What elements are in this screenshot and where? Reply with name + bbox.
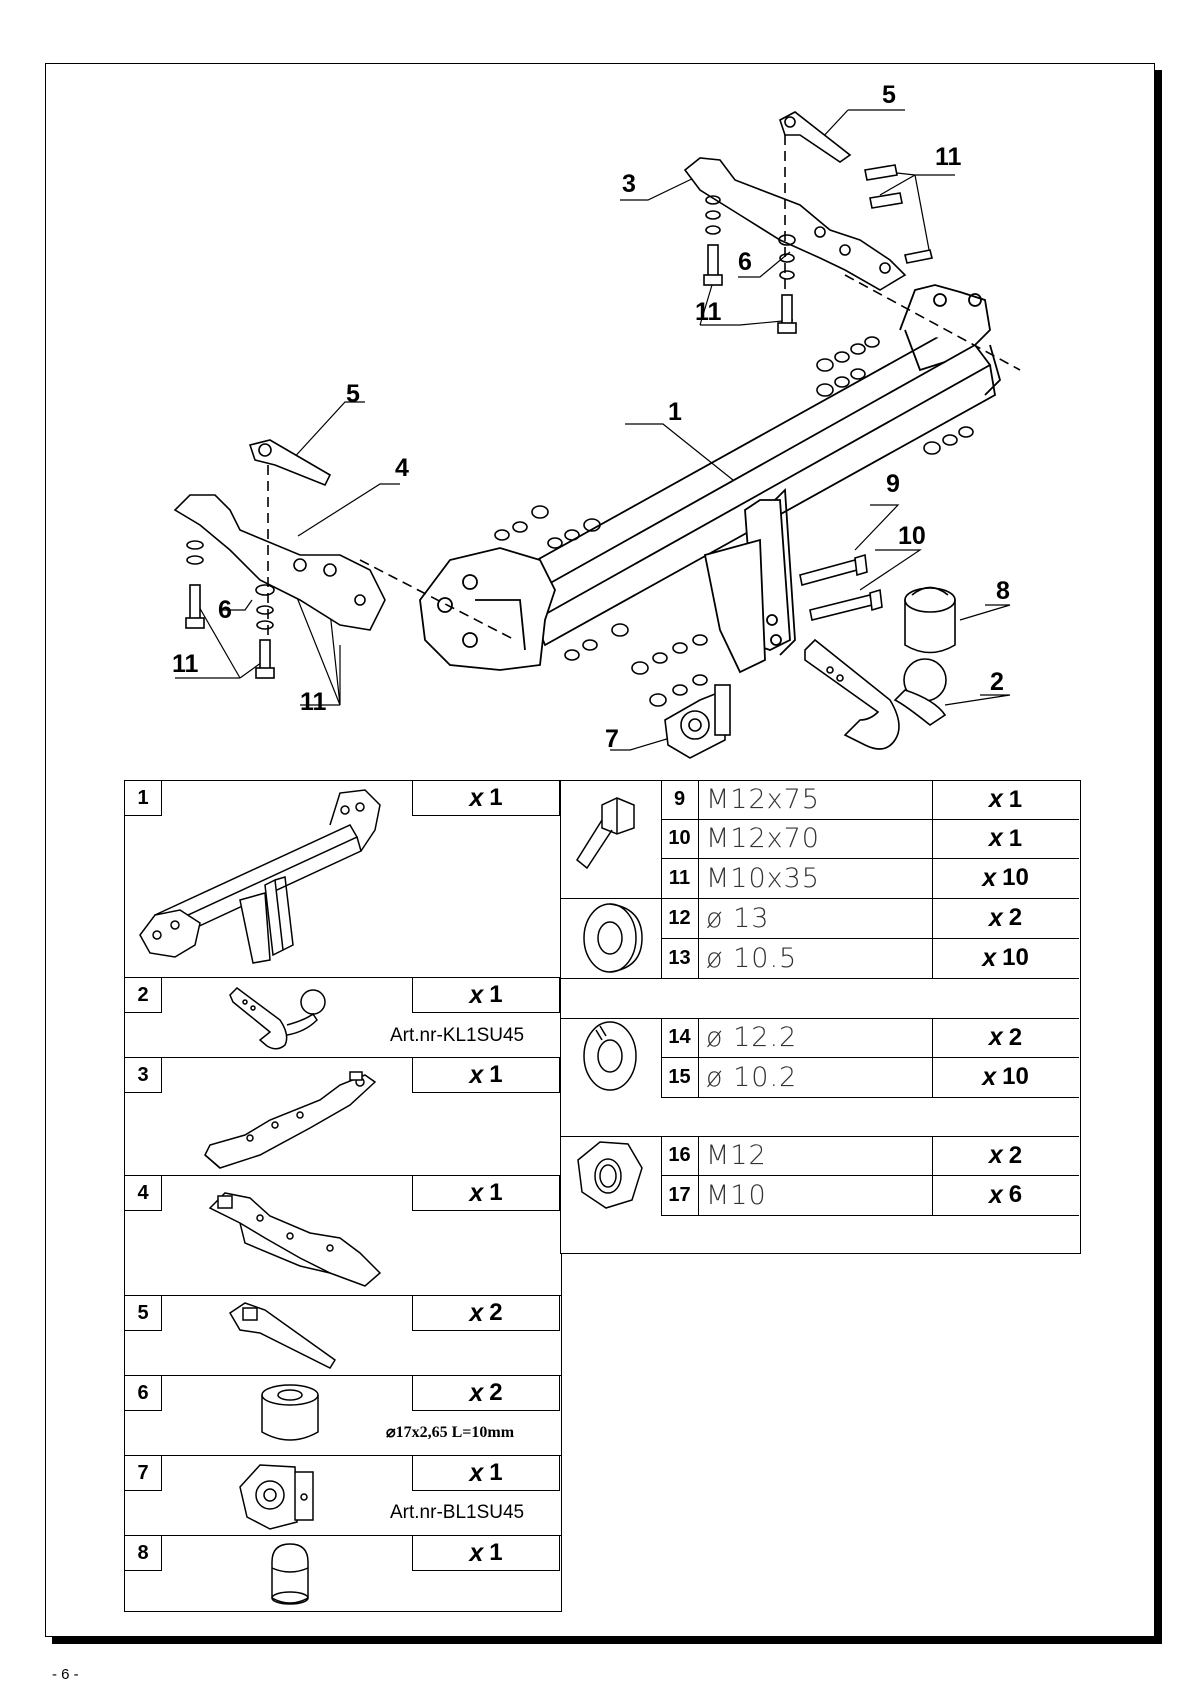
- right-bracket-icon: [200, 1060, 380, 1172]
- part-number-cell: 3: [124, 1057, 162, 1093]
- bolt-icon: [572, 790, 652, 890]
- callout-2: 2: [990, 668, 1004, 696]
- left-bracket-icon: [200, 1178, 390, 1292]
- hardware-number: 11: [668, 866, 691, 889]
- hardware-number: 17: [668, 1183, 691, 1206]
- callout-8: 8: [996, 577, 1010, 605]
- callout-1: 1: [668, 398, 682, 426]
- ball-cover-8-part: [904, 586, 956, 654]
- part-number-cell: 7: [124, 1455, 162, 1491]
- captive-nut-plate-icon: [225, 1298, 345, 1373]
- callout-6-left: 6: [218, 596, 232, 624]
- crossbeam-part: [419, 284, 1002, 674]
- exploded-assembly-drawing: [0, 0, 1200, 770]
- bracket-4-part: [173, 494, 516, 641]
- flat-washer-icon: [572, 900, 648, 976]
- spring-washer-icon: [572, 1018, 648, 1094]
- hardware-size: ø 13: [706, 902, 770, 934]
- towbar-crossbeam-icon: [135, 785, 400, 965]
- callout-11-bottom: 11: [300, 688, 327, 716]
- bracket-3-part: [683, 157, 1021, 371]
- hardware-number: 16: [668, 1144, 691, 1166]
- callout-9: 9: [886, 470, 900, 498]
- callout-11-top: 11: [935, 143, 962, 171]
- hardware-number: 13: [668, 946, 691, 969]
- hardware-number: 9: [673, 788, 686, 810]
- hardware-number: 12: [668, 906, 691, 929]
- part-number-cell: 2: [124, 977, 162, 1013]
- hardware-number: 10: [668, 827, 691, 849]
- spacer-dimensions: ⌀17x2,65 L=10mm: [386, 1424, 515, 1441]
- hardware-size: M12x70: [706, 823, 820, 854]
- callout-3: 3: [622, 170, 636, 198]
- callout-10: 10: [898, 522, 926, 550]
- socket-plate-7-part: [664, 684, 731, 759]
- part-number-cell: 8: [124, 1535, 162, 1571]
- hardware-size: ø 10.2: [706, 1061, 798, 1093]
- hex-nut-icon: [570, 1136, 648, 1214]
- hardware-size: M12x75: [706, 784, 820, 815]
- hardware-size: ø 10.5: [706, 942, 798, 974]
- callout-6-top: 6: [738, 248, 752, 276]
- hardware-size: M12: [706, 1140, 767, 1171]
- part-article-number: Art.nr-KL1SU45: [390, 1025, 525, 1046]
- hardware-number: 15: [668, 1065, 691, 1088]
- part-number-cell: 4: [124, 1175, 162, 1211]
- callout-11-left: 11: [172, 650, 199, 678]
- tow-ball-neck-icon: [225, 980, 365, 1052]
- hardware-size: ø 12.2: [706, 1022, 798, 1053]
- part-article-number: Art.nr-BL1SU45: [390, 1502, 525, 1523]
- hardware-number: 14: [668, 1026, 691, 1048]
- ball-cover-icon: [260, 1540, 320, 1608]
- socket-plate-icon: [235, 1457, 335, 1532]
- plate-5-left-part: [248, 439, 332, 650]
- page-number: - 6 -: [52, 1666, 79, 1683]
- part-number-cell: 5: [124, 1295, 162, 1331]
- hardware-size: M10x35: [706, 862, 820, 894]
- hardware-size: M10: [706, 1179, 767, 1211]
- callout-5-top: 5: [882, 81, 896, 109]
- part-number-cell: 1: [124, 780, 162, 816]
- callout-4: 4: [395, 454, 409, 482]
- callout-7: 7: [605, 725, 619, 753]
- spacer-sleeve-icon: [255, 1380, 325, 1450]
- part-number-cell: 6: [124, 1375, 162, 1411]
- tow-ball-part: [804, 638, 947, 750]
- callout-11-mid: 11: [695, 298, 722, 326]
- callout-5-left: 5: [346, 380, 360, 408]
